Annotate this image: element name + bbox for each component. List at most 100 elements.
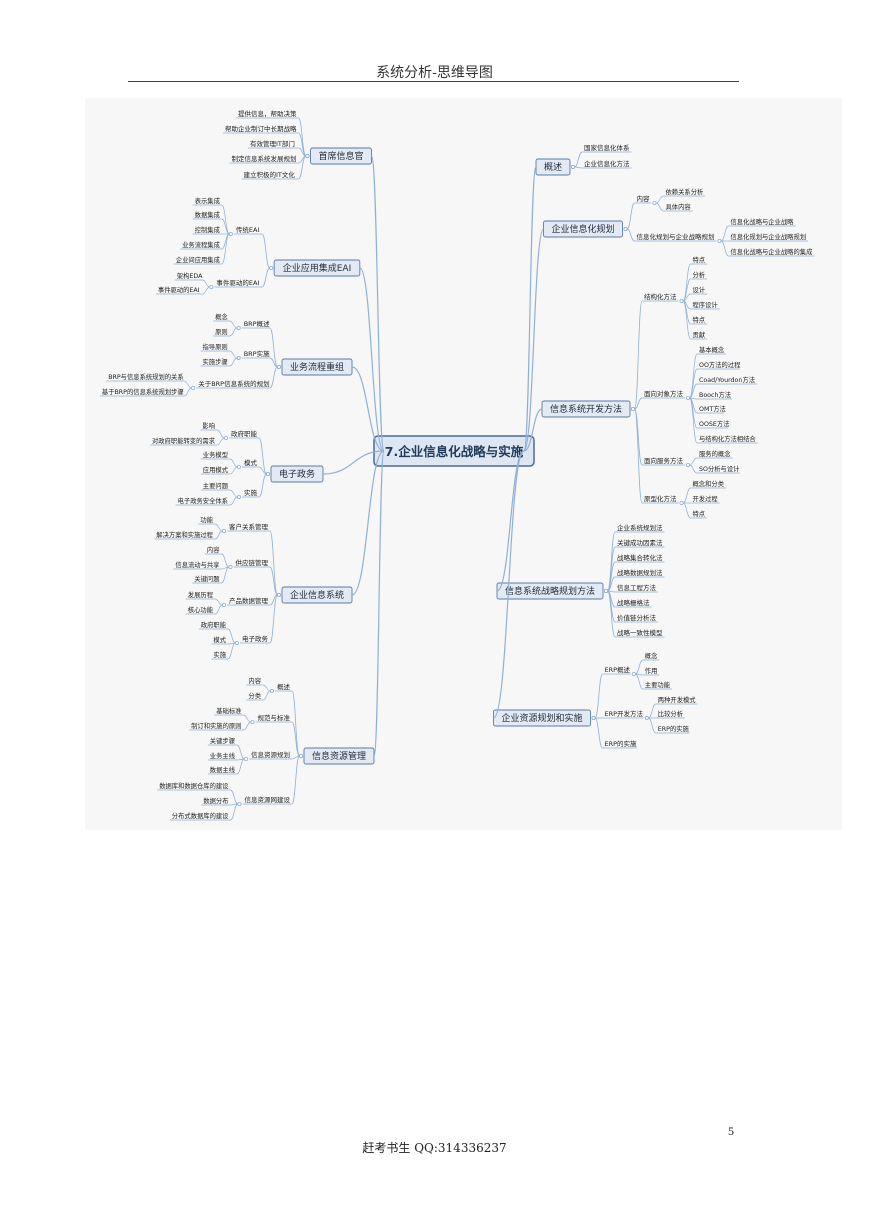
topic-node: BRP实施 [241,349,270,359]
topic-node: 战略集合转化法 [615,553,665,563]
subtopic-node: BRP与信息系统规划的关系 [106,372,185,382]
topic-node: BRP概述 [241,319,270,329]
branch-node: 信息资源管理 [303,747,375,765]
topic-node: 事件驱动的EAI [214,278,263,288]
topic-node: 信息化规划与企业战略规划 [634,232,717,242]
svg-text:分布式数据库的建设: 分布式数据库的建设 [172,811,229,820]
topic-node: 提供信息，帮助决策 [236,109,299,119]
subtopic-node: SO分析与设计 [697,464,740,474]
branch-node: 概述 [535,158,571,176]
topic-node: 规范与标准 [255,713,292,723]
subtopic-node: 业务模型 [200,450,230,460]
svg-text:帮助企业制订中长期战略: 帮助企业制订中长期战略 [225,124,297,133]
svg-text:政府职能: 政府职能 [231,429,258,438]
svg-text:信息化规划与企业战略规划: 信息化规划与企业战略规划 [637,232,715,241]
subtopic-node: 应用模式 [200,465,230,475]
branch-node: 首席信息官 [310,147,372,165]
subtopic-node: 服务的概念 [697,449,733,459]
svg-text:制定信息系统发展规划: 制定信息系统发展规划 [232,154,297,163]
topic-node: 制定信息系统发展规划 [229,154,299,164]
topic-node: 战略一致性模型 [615,628,665,638]
subtopic-node: 关键步骤 [207,736,237,746]
svg-text:发展历程: 发展历程 [188,590,214,599]
topic-node: 帮助企业制订中长期战略 [223,124,299,134]
topic-node: 模式 [242,458,259,468]
svg-text:架构EDA: 架构EDA [177,271,203,280]
svg-text:数据集成: 数据集成 [195,210,221,219]
svg-text:程序设计: 程序设计 [693,300,719,309]
svg-text:设计: 设计 [693,285,706,294]
svg-text:国家信息化体系: 国家信息化体系 [584,143,630,152]
topic-node: 国家信息化体系 [582,143,632,153]
svg-text:有效管理IT部门: 有效管理IT部门 [250,139,295,148]
subtopic-node: 事件驱动的EAI [155,285,203,295]
svg-text:BRP与信息系统规划的关系: BRP与信息系统规划的关系 [108,372,183,381]
subtopic-node: 与结构化方法相结合 [697,434,758,444]
subtopic-node: 业务流程集成 [180,240,222,250]
subtopic-node: 作用 [642,666,660,676]
subtopic-node: 发展历程 [185,590,215,600]
svg-text:OO方法的过程: OO方法的过程 [699,360,741,369]
subtopic-node: 特点 [690,315,708,325]
svg-text:两种开发模式: 两种开发模式 [658,695,696,704]
svg-text:电子政务安全体系: 电子政务安全体系 [178,496,228,505]
topic-node: 结构化方法 [642,292,679,302]
subtopic-node: 信息化规划与企业战略规划 [728,232,809,242]
svg-text:模式: 模式 [213,635,226,644]
subtopic-node: 对政府职能转变的需求 [150,436,217,446]
subtopic-node: 核心功能 [185,605,215,615]
svg-text:特点: 特点 [693,255,706,264]
topic-node: ERP开发方法 [602,709,644,719]
svg-text:业务模型: 业务模型 [203,450,228,459]
svg-text:面向对象方法: 面向对象方法 [644,389,684,398]
svg-text:数据库和数据仓库的建设: 数据库和数据仓库的建设 [159,781,229,790]
svg-text:基础标准: 基础标准 [216,706,241,715]
subtopic-node: Booch方法 [697,390,732,400]
svg-text:ERP的实施: ERP的实施 [605,739,638,748]
svg-text:比较分析: 比较分析 [658,709,684,718]
svg-text:ERP概述: ERP概述 [605,665,631,674]
svg-text:关键成功因素法: 关键成功因素法 [617,538,663,547]
subtopic-node: 分类 [246,691,263,701]
subtopic-node: OO方法的过程 [697,360,741,370]
svg-text:原则: 原则 [215,328,228,336]
svg-text:信息系统战略规划方法: 信息系统战略规划方法 [505,585,595,597]
svg-text:业务流程重组: 业务流程重组 [290,361,344,373]
svg-text:建立积极的IT文化: 建立积极的IT文化 [244,170,296,179]
subtopic-node: 电子政务安全体系 [175,496,230,506]
svg-text:贡献: 贡献 [693,330,706,339]
svg-text:概念和分类: 概念和分类 [693,479,725,488]
svg-text:企业应用集成EAI: 企业应用集成EAI [283,262,352,274]
subtopic-node: 贡献 [690,330,708,340]
topic-node: 关于BRP信息系统的规划 [196,379,270,389]
topic-node: 客户关系管理 [227,522,270,532]
svg-text:作用: 作用 [645,666,658,675]
subtopic-node: 内容 [204,545,222,555]
svg-text:信息工程方法: 信息工程方法 [617,583,657,592]
svg-text:战略栅格法: 战略栅格法 [617,598,650,607]
svg-text:服务的概念: 服务的概念 [699,449,731,458]
subtopic-node: 两种开发模式 [655,695,698,705]
svg-text:电子政务: 电子政务 [279,468,315,480]
page-number: 5 [728,1124,734,1138]
topic-node: 电子政务 [240,634,270,644]
topic-node: 概述 [275,682,292,692]
header-rule [128,81,739,82]
svg-text:实施步骤: 实施步骤 [203,357,228,366]
svg-text:价值链分析法: 价值链分析法 [617,613,657,622]
svg-text:Booch方法: Booch方法 [699,390,731,399]
subtopic-node: 原则 [213,328,230,337]
svg-text:BRP实施: BRP实施 [244,349,270,358]
svg-text:特点: 特点 [693,315,706,324]
svg-text:首席信息官: 首席信息官 [318,150,363,162]
svg-text:信息化战略与企业战略的集成: 信息化战略与企业战略的集成 [731,247,814,256]
svg-text:企业信息系统: 企业信息系统 [290,589,344,601]
mindmap-diagram: 7.企业信息化战略与实施首席信息官提供信息，帮助决策帮助企业制订中长期战略有效管… [99,109,815,821]
svg-text:实施: 实施 [213,650,226,659]
svg-text:面向服务方法: 面向服务方法 [644,456,684,465]
svg-text:信息资源网建设: 信息资源网建设 [245,795,291,804]
branch-node: 电子政务 [270,465,324,483]
svg-text:ERP的实施: ERP的实施 [658,724,690,733]
branch-node: 信息系统战略规划方法 [496,582,604,600]
svg-text:应用模式: 应用模式 [203,465,229,474]
